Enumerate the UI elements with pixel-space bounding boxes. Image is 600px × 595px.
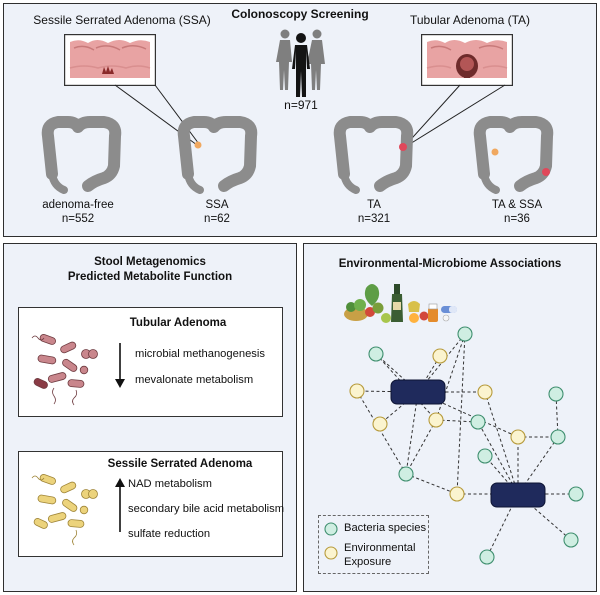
ssa-function-item: sulfate reduction bbox=[128, 528, 211, 540]
ssa-tissue-zoom bbox=[64, 34, 157, 86]
bacteria-node bbox=[548, 386, 564, 402]
ssa-bacteria-icon bbox=[31, 474, 98, 546]
exposure-node bbox=[349, 383, 365, 399]
total-count: n=971 bbox=[284, 98, 318, 112]
legend-exposure-label: Environmental bbox=[344, 542, 416, 554]
bacteria-node bbox=[479, 549, 495, 565]
ta-down-arrow-icon bbox=[115, 343, 125, 388]
ta-function-item: mevalonate metabolism bbox=[135, 374, 254, 386]
panel-title-colonoscopy: Colonoscopy Screening bbox=[231, 7, 369, 21]
bacteria-node bbox=[457, 326, 473, 342]
network-legend bbox=[318, 515, 429, 574]
exposure-node bbox=[432, 348, 448, 364]
exposure-node bbox=[510, 429, 526, 445]
metagenomics-title-line2: Predicted Metabolite Function bbox=[67, 271, 233, 283]
ssa-header: Sessile Serrated Adenoma (SSA) bbox=[33, 13, 211, 27]
legend-bacteria-swatch bbox=[324, 522, 338, 536]
ssa-function-item: secondary bile acid metabolism bbox=[128, 503, 285, 515]
association-network bbox=[349, 326, 584, 565]
associations-panel bbox=[303, 243, 597, 592]
ssa-box-title: Sessile Serrated Adenoma bbox=[107, 458, 253, 470]
group-count-adenoma-free: n=552 bbox=[61, 213, 95, 225]
group-label-ta: TA bbox=[367, 199, 381, 211]
colon-adenoma-free-icon bbox=[41, 116, 122, 194]
ta-bacteria-icon bbox=[31, 334, 98, 406]
ta-box-title: Tubular Adenoma bbox=[129, 317, 227, 329]
bacteria-node bbox=[470, 414, 486, 430]
ta-tissue-zoom bbox=[421, 34, 514, 86]
legend-exposure-label: Exposure bbox=[344, 556, 392, 568]
ssa-function-item: NAD metabolism bbox=[128, 478, 212, 490]
ssa-up-arrow-icon bbox=[115, 478, 125, 532]
bacteria-node bbox=[563, 532, 579, 548]
group-count-ssa: n=62 bbox=[204, 213, 230, 225]
group-label-ssa: SSA bbox=[205, 199, 229, 211]
food-wine-pills-icon bbox=[344, 284, 457, 323]
colon-ta-ssa-icon bbox=[473, 116, 554, 194]
ta-function-item: microbial methanogenesis bbox=[135, 348, 265, 360]
bacteria-node bbox=[398, 466, 414, 482]
group-label-ta-ssa: TA & SSA bbox=[491, 199, 543, 211]
association-hub bbox=[490, 482, 546, 508]
associations-title: Environmental-Microbiome Associations bbox=[338, 258, 562, 270]
bacteria-node bbox=[550, 429, 566, 445]
bacteria-node bbox=[568, 486, 584, 502]
people-icon bbox=[276, 29, 325, 97]
legend-exposure-swatch bbox=[324, 546, 338, 560]
group-count-ta: n=321 bbox=[357, 213, 391, 225]
colon-ta-icon bbox=[333, 116, 414, 194]
exposure-node bbox=[428, 412, 444, 428]
exposure-node bbox=[372, 416, 388, 432]
ta-header: Tubular Adenoma (TA) bbox=[409, 13, 531, 27]
exposure-node bbox=[449, 486, 465, 502]
group-label-adenoma-free: adenoma-free bbox=[42, 199, 114, 211]
bacteria-node bbox=[477, 448, 493, 464]
metagenomics-title-line1: Stool Metagenomics bbox=[94, 256, 206, 268]
exposure-node bbox=[477, 384, 493, 400]
legend-bacteria-label: Bacteria species bbox=[344, 522, 427, 534]
bacteria-node bbox=[368, 346, 384, 362]
colon-ssa-icon bbox=[177, 116, 258, 194]
group-count-ta-ssa: n=36 bbox=[504, 213, 530, 225]
association-hub bbox=[390, 379, 446, 405]
